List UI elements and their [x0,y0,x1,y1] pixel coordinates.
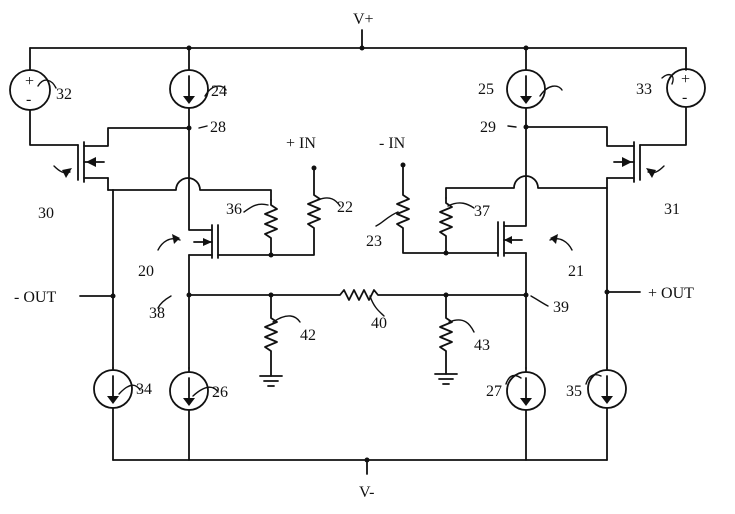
transistor-20 [188,127,272,369]
resistor-22 [270,167,321,256]
svg-text:-: - [682,89,687,106]
right-crossover-wire [445,175,608,199]
resistor-36 [264,199,278,256]
current-source-26 [169,367,209,461]
ref-20: 20 [138,263,154,280]
ref-35: 35 [566,383,582,400]
reference-leaders [37,73,674,397]
ref-29: 29 [480,119,496,136]
ref-26: 26 [212,384,228,401]
current-source-25 [506,47,546,128]
current-source-24 [169,47,209,129]
resistor-43 [434,294,458,385]
current-source-35 [587,367,627,409]
voltage-source-33: + - [639,47,706,146]
ref-32: 32 [56,86,72,103]
left-output-wire [107,177,114,461]
ref-40: 40 [371,315,387,332]
resistor-37 [439,197,453,254]
current-source-27 [506,367,546,461]
ref-34: 34 [136,381,152,398]
ref-25: 25 [478,81,494,98]
resistor-42 [259,294,283,387]
ref-38: 38 [149,305,165,322]
ref-30: 30 [38,205,54,222]
ref-24: 24 [211,83,227,100]
ref-43: 43 [474,337,490,354]
plus-out-label: + OUT [648,285,694,302]
ref-22: 22 [337,199,353,216]
ref-37: 37 [474,203,490,220]
minus-in-label: - IN [379,135,406,152]
plus-in-label: + IN [286,135,316,152]
voltage-source-32: + - [9,47,79,146]
ref-28: 28 [210,119,226,136]
svg-text:+: + [681,71,690,88]
vminus-label: V- [359,484,374,501]
ref-42: 42 [300,327,316,344]
transistor-21 [445,126,527,369]
svg-text:+: + [25,73,34,90]
minus-out-label: - OUT [14,289,56,306]
transistor-30 [77,125,192,183]
middle-bus [188,289,527,301]
ref-21: 21 [568,263,584,280]
ref-33: 33 [636,81,652,98]
ref-27: 27 [486,383,502,400]
ref-31: 31 [664,201,680,218]
current-source-34 [93,367,133,409]
svg-text:-: - [26,91,31,108]
vplus-label: V+ [353,11,374,28]
ref-23: 23 [366,233,382,250]
resistor-23 [396,164,447,254]
ref-39: 39 [553,299,569,316]
ref-36: 36 [226,201,242,218]
left-crossover-wire [112,177,272,201]
transistor-31 [523,124,641,183]
